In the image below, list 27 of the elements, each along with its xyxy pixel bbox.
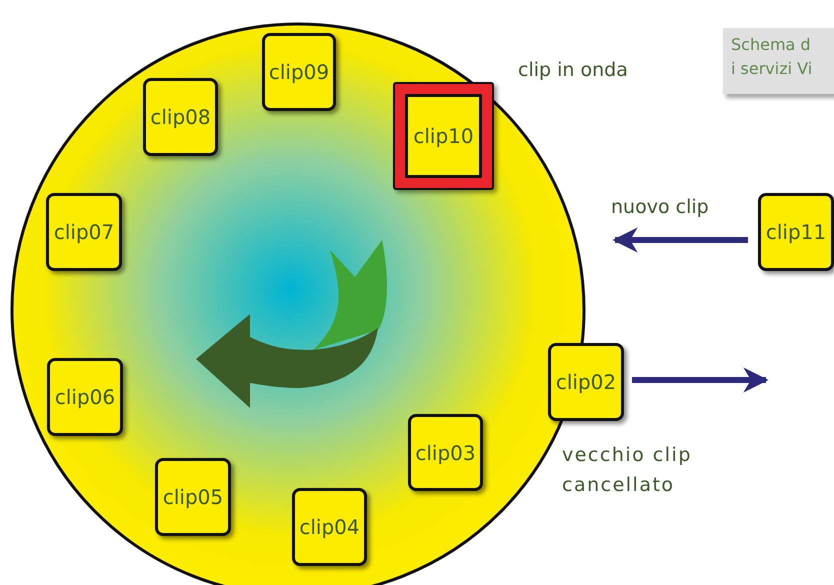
- clip-box: [408, 414, 483, 491]
- clip-box: [548, 343, 624, 421]
- arrow: [612, 227, 748, 253]
- note-text: i servizi Vi: [731, 58, 812, 80]
- clip-name: clip08: [150, 105, 211, 129]
- clip-box: [46, 193, 122, 271]
- clip-name: clip03: [415, 440, 476, 464]
- clip-box: [292, 488, 367, 566]
- clip-name: clip05: [162, 485, 224, 509]
- note-text: Schema d: [731, 34, 811, 56]
- clip-name: clip04: [299, 515, 360, 539]
- clip-name: clip02: [556, 370, 616, 394]
- clip-name: clip11: [766, 220, 826, 244]
- edge-label: nuovo clip: [611, 196, 709, 218]
- clip-name: clip06: [54, 385, 116, 409]
- clip-box: [47, 358, 123, 436]
- clip-box: [758, 193, 834, 271]
- clip-box: [155, 458, 231, 536]
- clip-name: clip09: [268, 60, 330, 84]
- clip-box: [262, 33, 336, 111]
- clip-caption: clip in onda: [518, 59, 628, 81]
- clip-box: [143, 78, 218, 156]
- highlighted-clip-frame: [393, 82, 494, 190]
- arrow: [632, 367, 769, 393]
- clip-box: clip10: [405, 94, 482, 178]
- clip-caption: vecchio clip cancellato: [562, 443, 693, 498]
- clip-name: clip07: [54, 220, 114, 244]
